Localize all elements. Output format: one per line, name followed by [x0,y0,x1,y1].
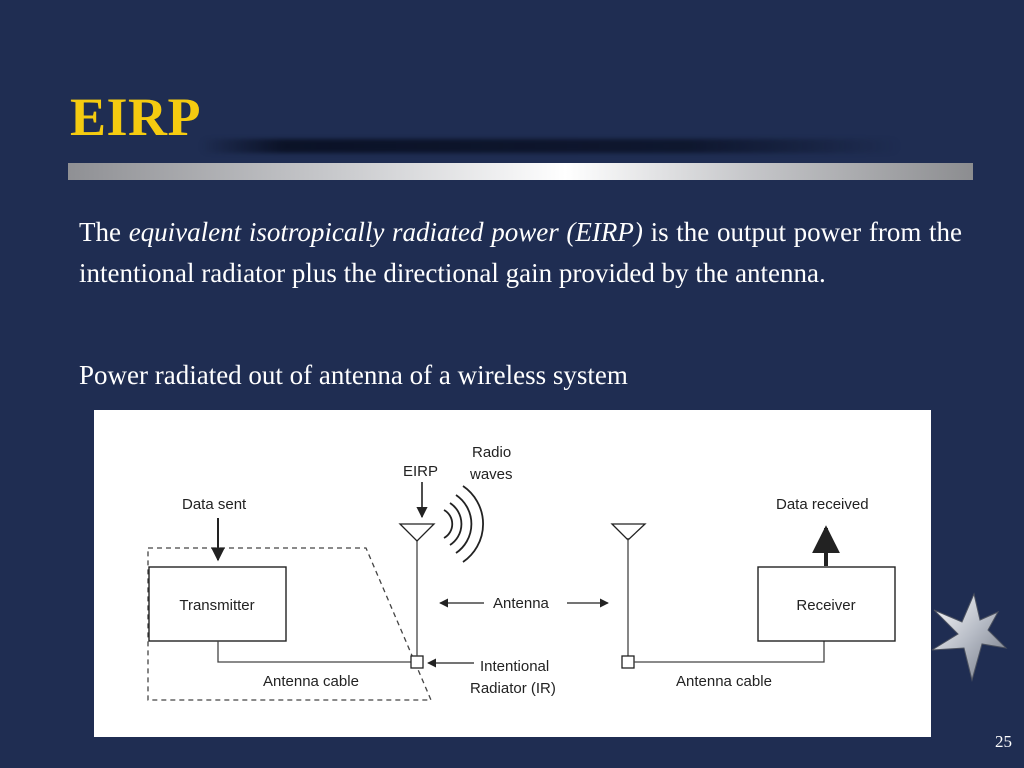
slide-subtitle: Power radiated out of antenna of a wirel… [79,360,628,390]
antenna-label: Antenna [493,595,550,612]
paragraph-term: equivalent isotropically radiated power … [128,217,643,247]
transmitter-box [148,566,287,642]
eirp-diagram: Data sent Transmitter Antenna cable EIRP… [94,410,931,737]
radio-waves-label-2: waves [469,466,513,483]
antenna-cable-right [634,641,825,663]
data-sent-label: Data sent [182,496,247,513]
eirp-label: EIRP [403,463,438,480]
definition-paragraph: The equivalent isotropically radiated po… [79,212,962,294]
receiver-box [757,566,896,642]
radio-waves-icon [443,485,484,563]
decorative-star-icon [928,590,1008,690]
ir-boundary [147,547,432,701]
paragraph-suffix: is the output power from the intentional… [79,217,962,288]
radio-waves-label-1: Radio [472,444,511,461]
transmitter-label: Transmitter [179,597,254,614]
data-received-label: Data received [776,496,869,513]
antenna-cable-right-label: Antenna cable [676,673,772,690]
slide-title: EIRP [70,87,202,147]
right-connector [621,655,635,669]
title-shadow [200,139,900,153]
antenna-cable-left-label: Antenna cable [263,673,359,690]
title-rule [68,163,973,180]
receiver-label: Receiver [796,597,855,614]
right-antenna-icon [610,523,647,541]
intentional-radiator-label-2: Radiator (IR) [470,680,556,697]
page-number: 25 [995,732,1012,751]
intentional-radiator-label-1: Intentional [480,658,549,675]
antenna-cable-left [217,641,414,663]
paragraph-prefix: The [79,217,129,247]
left-antenna-icon [398,523,436,542]
ir-connector [410,655,424,669]
